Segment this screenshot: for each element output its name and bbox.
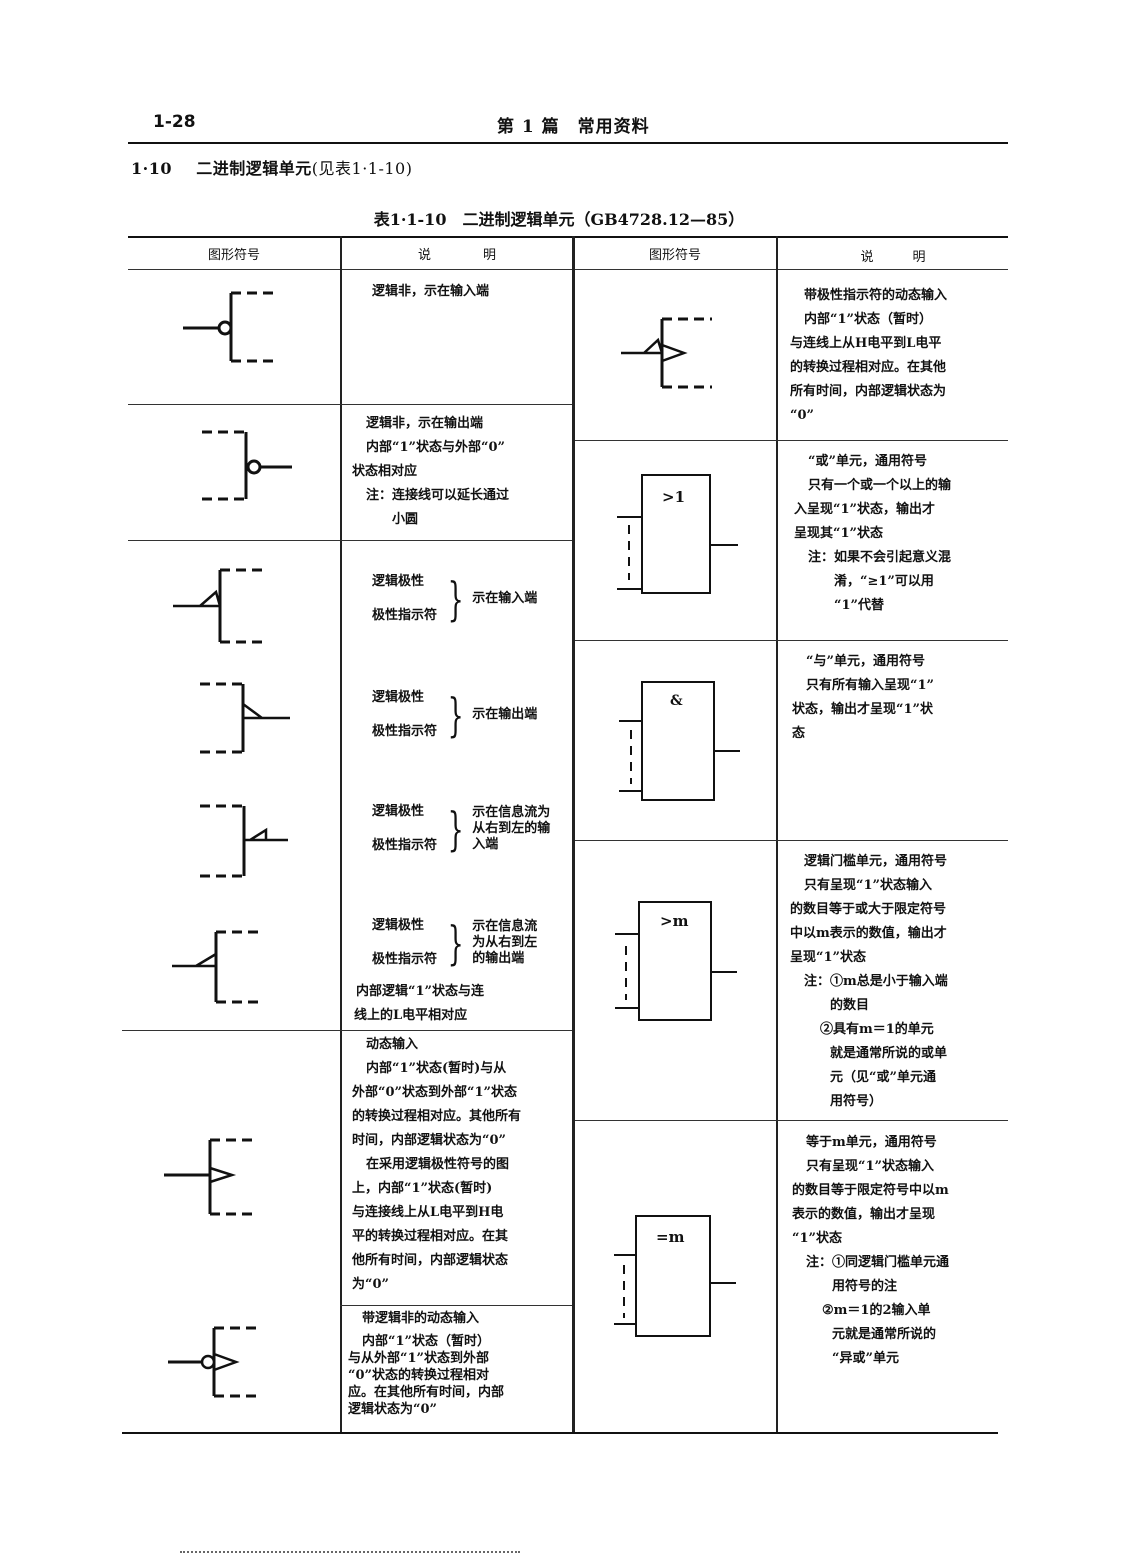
desc-polarity-rtl-input: 逻辑极性极性指示符 } 示在信息流为从右到左的输入端 (372, 802, 551, 856)
row-rule-left-2 (128, 540, 572, 541)
col-divider-3 (776, 236, 778, 1432)
polarity-rtl-output-symbol (172, 930, 262, 1004)
table-caption: 表1·1-10 二进制逻辑单元（GB4728.12—85） (373, 210, 745, 229)
row-rule-right-4 (575, 1120, 1008, 1121)
header-bottom-rule (128, 269, 1008, 270)
desc-polarity-input: 逻辑极性极性指示符 } 示在输入端 (372, 572, 538, 626)
section-title: 二进制逻辑单元 (196, 159, 312, 178)
threshold-gate-symbol (615, 901, 737, 1021)
header-desc-left: 说 明 (417, 248, 496, 263)
running-head: 第 1 篇 常用资料 (497, 117, 650, 137)
desc-dynamic-negated-input: 带逻辑非的动态输入 内部“1”状态（暂时） 与从外部“1”状态到外部 “0”状态… (348, 1311, 505, 1417)
row-rule-right-3 (575, 840, 1008, 841)
col-divider-center (572, 236, 575, 1432)
polarity-output-symbol (200, 682, 290, 754)
negation-output-symbol (202, 430, 292, 501)
desc-equal-m-gate: 等于m单元，通用符号 只有呈现“1”状态输入 的数目等于限定符号中以m 表示的数… (792, 1135, 950, 1366)
section-number: 1·10 (131, 159, 172, 178)
table-top-rule (128, 236, 1008, 238)
header-symbol-right: 图形符号 (648, 248, 701, 263)
row-rule-right-2 (575, 640, 1008, 641)
section-heading: 1·10 二进制逻辑单元(见表1·1-10) (131, 155, 412, 179)
and-gate-label: & (670, 693, 683, 709)
dynamic-polarity-input-symbol (621, 317, 712, 389)
desc-and-gate: “与”单元，通用符号 只有所有输入呈现“1” 状态，输出才呈现“1”状 态 (792, 654, 935, 741)
desc-negation-input: 逻辑非，示在输入端 (372, 284, 490, 299)
desc-negation-output: 逻辑非，示在输出端 内部“1”状态与外部“0” 状态相对应 注：连接线可以延长通… (352, 416, 510, 527)
desc-polarity-rtl-output: 逻辑极性极性指示符 } 示在信息流为从右到左的输出端 内部逻辑“1”状态与连 线… (354, 916, 538, 1023)
row-rule-left-1 (128, 404, 572, 405)
desc-polarity-output: 逻辑极性极性指示符 } 示在输出端 (372, 688, 538, 742)
header-rule (128, 142, 1008, 144)
equal-m-gate-symbol (614, 1215, 736, 1337)
desc-dynamic-input: 动态输入 内部“1”状态(暂时)与从 外部“0”状态到外部“1”状态 的转换过程… (352, 1037, 522, 1292)
table-bottom-rule (122, 1432, 998, 1434)
col-divider-1 (340, 236, 342, 1432)
or-gate-symbol (617, 474, 738, 594)
row-rule-right-1 (575, 440, 1008, 441)
dynamic-negated-input-symbol (168, 1326, 258, 1398)
header-desc-right: 说 明 (860, 250, 926, 265)
polarity-input-symbol (173, 568, 264, 644)
negation-input-symbol (183, 291, 275, 363)
and-gate-symbol (619, 681, 740, 801)
desc-threshold-gate: 逻辑门槛单元，通用符号 只有呈现“1”状态输入 的数目等于或大于限定符号 中以m… (790, 854, 948, 1109)
desc-or-gate: “或”单元，通用符号 只有一个或一个以上的输 入呈现“1”状态，输出才 呈现其“… (794, 454, 952, 613)
threshold-gate-label: >m (660, 912, 689, 930)
header-symbol-left: 图形符号 (207, 248, 260, 263)
polarity-rtl-input-symbol (200, 804, 288, 878)
row-rule-left-4 (340, 1305, 572, 1306)
footer-dotted-rule (180, 1551, 520, 1553)
page-number: 1-28 (153, 112, 196, 132)
dynamic-input-symbol (164, 1138, 256, 1216)
desc-dynamic-polarity-input: 带极性指示符的动态输入 内部“1”状态（暂时） 与连线上从H电平到L电平 的转换… (790, 288, 948, 423)
row-rule-left-3 (122, 1030, 572, 1031)
equal-m-gate-label: =m (656, 1228, 685, 1246)
section-ref: (见表1·1-10) (311, 159, 413, 178)
or-gate-label: >1 (662, 488, 686, 506)
